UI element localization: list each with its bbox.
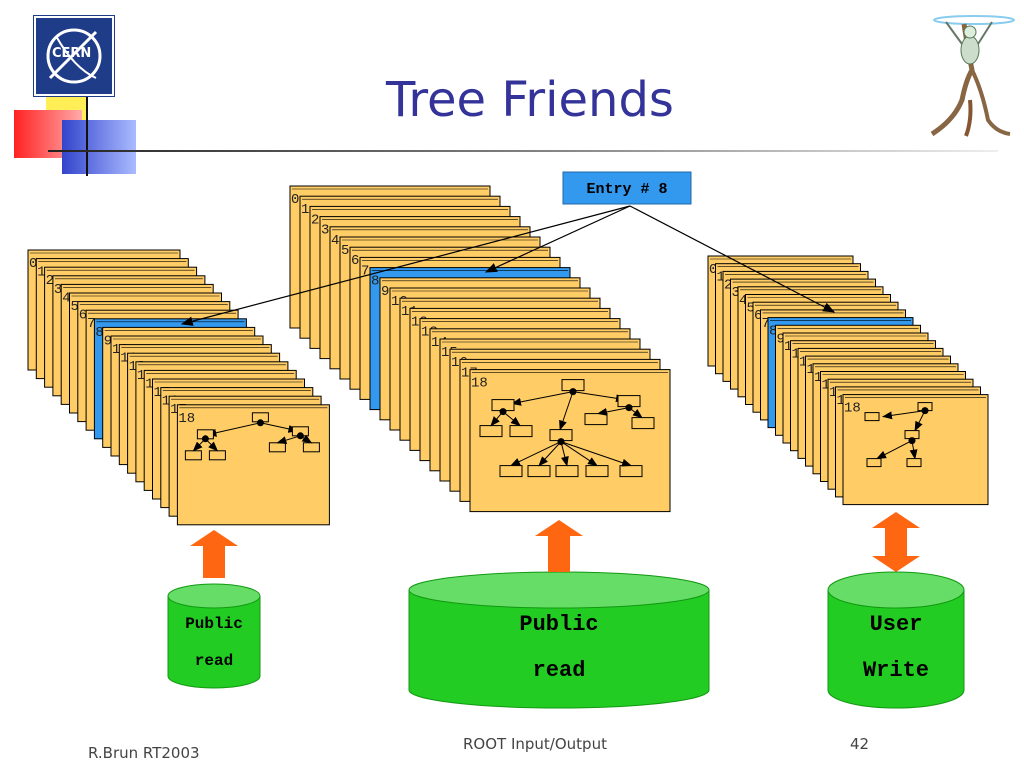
entry-number: 18 (471, 376, 488, 392)
entry-number: 18 (844, 401, 861, 417)
entry-number: 4 (62, 290, 70, 306)
entry-number: 8 (769, 324, 777, 340)
entry-number: 4 (739, 293, 747, 309)
up-arrow (535, 520, 583, 572)
entry-number: 0 (291, 192, 299, 208)
entry-number: 2 (724, 277, 732, 293)
entry-number: 9 (381, 284, 389, 300)
entry-number: 4 (331, 233, 339, 249)
entry-box-label: Entry # 8 (586, 181, 667, 198)
entry-number: 18 (178, 411, 195, 427)
pointer-arrow-right (629, 205, 836, 313)
disk-label-line2: Write (863, 658, 929, 683)
entry-number: 8 (95, 325, 103, 341)
up-arrow (190, 530, 238, 578)
branch-tree (864, 402, 933, 468)
entry-number: 0 (709, 262, 717, 278)
entry-number: 6 (351, 253, 359, 269)
branch-tree (479, 379, 655, 478)
cern-logo-text: CERN (52, 46, 92, 61)
entry-number: 9 (104, 333, 112, 349)
entry-number: 1 (37, 265, 45, 281)
entry-number: 2 (46, 273, 54, 289)
disk-label-line1: User (870, 612, 923, 637)
entry-number: 7 (361, 263, 369, 279)
entry-number: 5 (747, 301, 755, 317)
entry-number: 1 (301, 202, 309, 218)
cern-logo: CERN (34, 16, 114, 96)
branch-tree (184, 412, 320, 461)
entry-card: 18 (842, 394, 989, 506)
entry-number: 7 (762, 316, 770, 332)
page-number: 42 (850, 735, 870, 753)
pointer-arrow-left (180, 205, 631, 326)
entry-number: 1 (717, 270, 725, 286)
disk-label-line1: Public (519, 612, 598, 637)
entry-number: 9 (777, 331, 785, 347)
disk-label-line1: Public (185, 615, 243, 633)
entry-number: 0 (29, 256, 37, 272)
entry-card: 18 (176, 404, 330, 526)
pointer-arrow-center (484, 205, 631, 273)
entry-number: 2 (311, 212, 319, 228)
slide-title: Tree Friends (386, 72, 674, 128)
bidirectional-arrow (872, 512, 920, 572)
footer-left: R.Brun RT2003 (88, 744, 200, 762)
entry-number: 3 (54, 282, 62, 298)
entry-number: 3 (732, 285, 740, 301)
entry-number: 5 (341, 243, 349, 259)
disk-label-line2: read (195, 652, 233, 670)
disk-label-line2: read (533, 658, 586, 683)
entry-number: 3 (321, 223, 329, 239)
disk-center: Public read (408, 571, 710, 709)
entry-number: 6 (79, 308, 87, 324)
root-mascot-icon (926, 10, 1016, 140)
entry-number: 7 (87, 316, 95, 332)
footer-center: ROOT Input/Output (463, 735, 607, 753)
entry-box: Entry # 8 (562, 171, 692, 205)
entry-card: 18 (469, 369, 671, 513)
entry-number: 5 (71, 299, 79, 315)
disk-left: Public read (167, 583, 261, 689)
entry-number: 6 (754, 308, 762, 324)
entry-number: 8 (371, 274, 379, 290)
